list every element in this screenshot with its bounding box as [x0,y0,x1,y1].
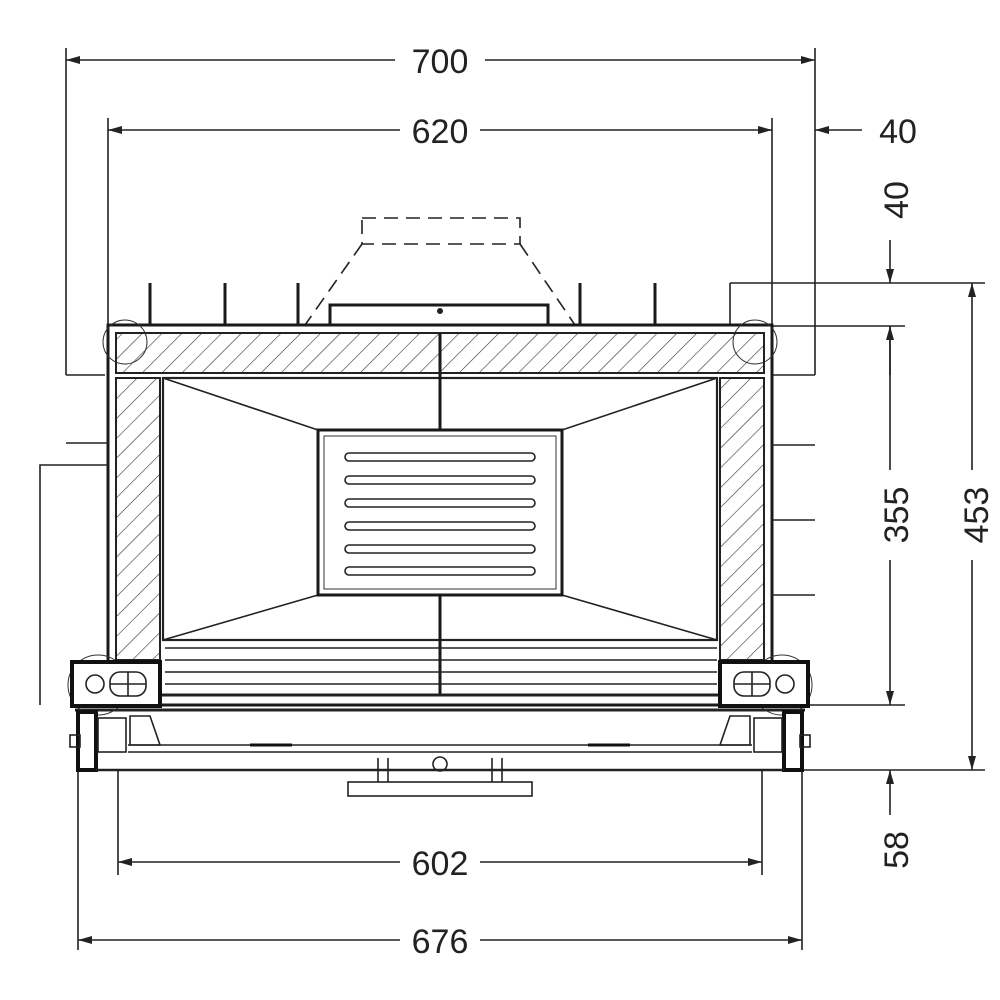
dim-label-620: 620 [412,113,469,151]
dim-label-355: 355 [878,487,916,544]
side-ticks-right [772,444,815,596]
top-posts [148,283,657,325]
hinge-block-left [67,654,162,716]
door-frame [69,710,811,772]
dim-label-453: 453 [958,487,996,544]
body-frame [106,323,774,707]
hinge-block-right [718,654,813,716]
extension-lines [65,48,985,950]
front-foot [347,756,533,797]
flue-outline-dashed [304,217,576,326]
dim-label-700: 700 [412,43,469,81]
dim-label-40-vertical: 40 [878,181,916,219]
dim-label-40-horizontal: 40 [879,113,917,151]
dimension-lines [66,56,976,944]
grate [316,428,564,597]
flue-collar [328,303,550,327]
dim-label-602: 602 [412,845,469,883]
front-rails [75,647,805,712]
dim-label-58: 58 [878,831,916,869]
dim-label-676: 676 [412,923,469,961]
side-bracket-left [39,442,108,705]
